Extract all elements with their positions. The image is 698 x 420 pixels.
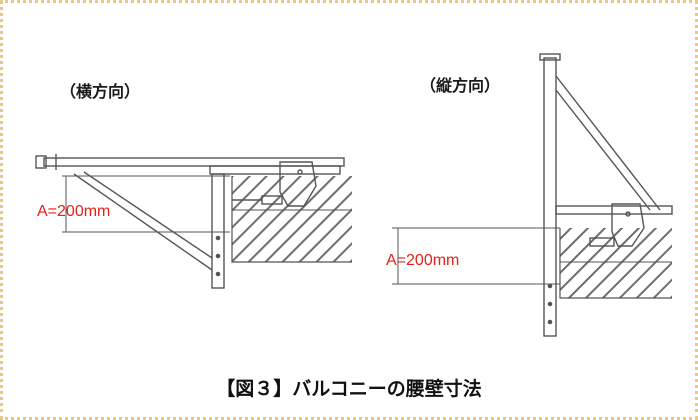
left-dimension-lines: [62, 175, 230, 233]
horizontal-direction-label: （横方向）: [60, 82, 141, 101]
left-dimension-label: A=200mm: [37, 203, 111, 220]
right-dimension-lines: [392, 227, 560, 285]
left-bracket: [35, 154, 345, 289]
figure-caption: 【図３】バルコニーの腰壁寸法: [216, 378, 482, 400]
vertical-direction-label: （縦方向）: [420, 76, 501, 95]
right-dimension-label: A=200mm: [386, 252, 460, 269]
right-bracket: [539, 53, 673, 337]
left-wall-hatch: [231, 176, 352, 263]
right-wall-hatch: [559, 228, 672, 299]
